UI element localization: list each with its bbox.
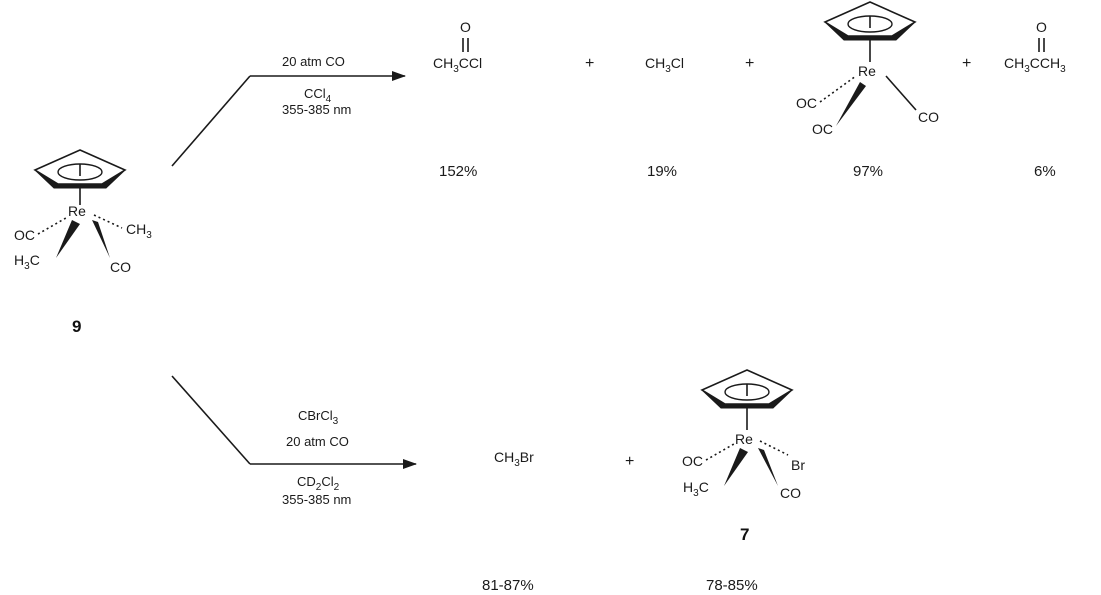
svg-text:CH3CCl: CH3CCl [433,55,482,75]
pathway-bottom: CBrCl3 20 atm CO CD2Cl2 355-385 nm CH3Br… [171,369,805,594]
svg-text:OC: OC [796,95,817,111]
condition-top-1: 20 atm CO [282,54,345,69]
compound-number-9: 9 [72,317,81,336]
reactant-complex-9: Re OC CH3 H3C CO [14,149,152,275]
svg-text:CO: CO [110,259,131,275]
condition-bottom-1: CBrCl3 [298,408,339,427]
yield-acetyl-chloride: 152% [439,163,477,180]
svg-text:Re: Re [735,431,753,447]
product-cpre-tricarbonyl: Re OC OC CO [796,1,939,137]
svg-text:CO: CO [780,485,801,501]
svg-text:Br: Br [791,457,805,473]
pathway-top: 20 atm CO CCl4 355-385 nm O CH3CCl + CH3… [171,1,1066,180]
svg-text:Re: Re [68,203,86,219]
product-methyl-chloride: CH3Cl [645,55,684,75]
plus-sign: + [745,55,754,72]
yield-complex-7: 78-85% [706,577,758,594]
svg-text:OC: OC [682,453,703,469]
plus-sign: + [962,55,971,72]
condition-top-3: 355-385 nm [282,102,351,117]
compound-number-7: 7 [740,525,749,544]
plus-sign: + [585,55,594,72]
condition-bottom-2: 20 atm CO [286,434,349,449]
yield-methyl-bromide: 81-87% [482,577,534,594]
svg-text:H3C: H3C [14,252,40,272]
svg-text:Re: Re [858,63,876,79]
plus-sign: + [625,453,634,470]
yield-methyl-chloride: 19% [647,163,677,180]
product-acetyl-chloride: O CH3CCl [433,19,482,75]
svg-text:H3C: H3C [683,479,709,499]
cyclopentadienyl-ring-icon [824,1,916,41]
cyclopentadienyl-ring-icon [34,149,126,189]
cyclopentadienyl-ring-icon [701,369,793,409]
yield-acetone: 6% [1034,163,1056,180]
product-acetone: O CH3CCH3 [1004,19,1066,75]
svg-text:OC: OC [14,227,35,243]
svg-text:OC: OC [812,121,833,137]
svg-text:CH3CCH3: CH3CCH3 [1004,55,1066,75]
product-methyl-bromide: CH3Br [494,449,534,469]
svg-text:CO: CO [918,109,939,125]
svg-text:O: O [1036,19,1047,35]
condition-top-2: CCl4 [304,86,332,105]
svg-text:CH3: CH3 [126,221,152,241]
condition-bottom-3: CD2Cl2 [297,474,340,493]
yield-cpre-tricarbonyl: 97% [853,163,883,180]
condition-bottom-4: 355-385 nm [282,492,351,507]
product-complex-7: Re OC Br H3C CO [682,369,805,501]
svg-text:O: O [460,19,471,35]
